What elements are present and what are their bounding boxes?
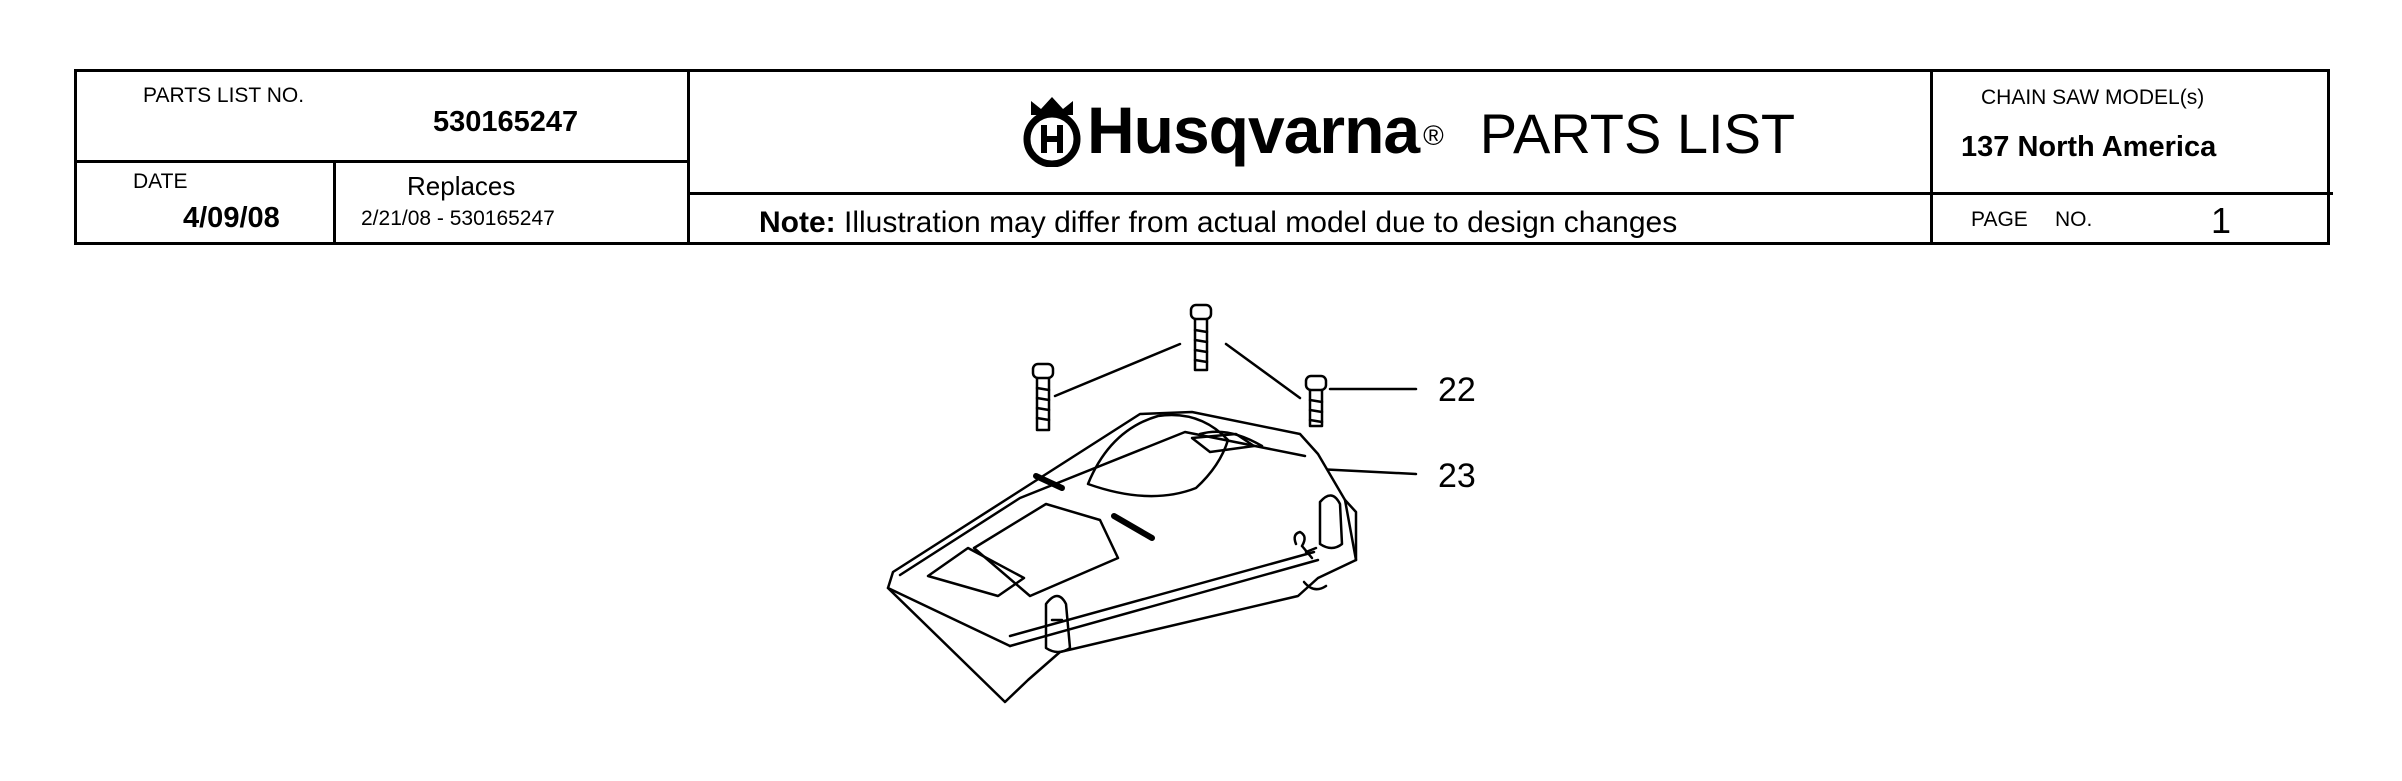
divider — [687, 72, 690, 242]
parts-list-number: 530165247 — [433, 106, 579, 138]
registered-mark: ® — [1423, 120, 1444, 151]
divider — [1930, 72, 1933, 242]
divider — [333, 162, 336, 242]
parts-list-label: PARTS LIST NO. — [143, 84, 305, 107]
divider — [687, 192, 2333, 195]
screw-right — [1304, 374, 1328, 428]
husqvarna-logo: Husqvarna ® PARTS LIST — [1017, 92, 1795, 168]
model-label: CHAIN SAW MODEL(s) — [1981, 86, 2205, 109]
page-number: 1 — [2211, 200, 2232, 241]
date-value: 4/09/08 — [183, 202, 280, 234]
leader-line — [1224, 342, 1302, 400]
callout-23: 23 — [1438, 457, 1476, 495]
replaces-label: Replaces — [407, 171, 516, 201]
callout-line-23 — [1315, 467, 1418, 476]
brand-name: Husqvarna — [1087, 93, 1420, 167]
page-label: PAGE — [1971, 208, 2028, 231]
callout-22: 22 — [1438, 371, 1476, 409]
screw-center — [1189, 303, 1213, 372]
note-text: Illustration may differ from actual mode… — [844, 206, 1678, 239]
replaces-value: 2/21/08 - 530165247 — [361, 207, 555, 230]
screw-left — [1031, 362, 1055, 432]
page-no-label: NO. — [2055, 208, 2093, 231]
document-title: PARTS LIST — [1479, 102, 1796, 165]
model-value: 137 North America — [1961, 131, 2217, 163]
crown-h-emblem-icon — [1023, 97, 1081, 167]
note-label: Note: — [759, 206, 836, 239]
divider — [77, 160, 687, 163]
design-note: Note: Illustration may differ from actua… — [759, 208, 1677, 238]
divider — [1930, 192, 2333, 195]
leader-line — [1053, 342, 1182, 398]
date-label: DATE — [133, 170, 188, 193]
cylinder-cover — [886, 410, 1358, 704]
parts-list-header: PARTS LIST NO. 530165247 DATE 4/09/08 Re… — [74, 69, 2333, 245]
